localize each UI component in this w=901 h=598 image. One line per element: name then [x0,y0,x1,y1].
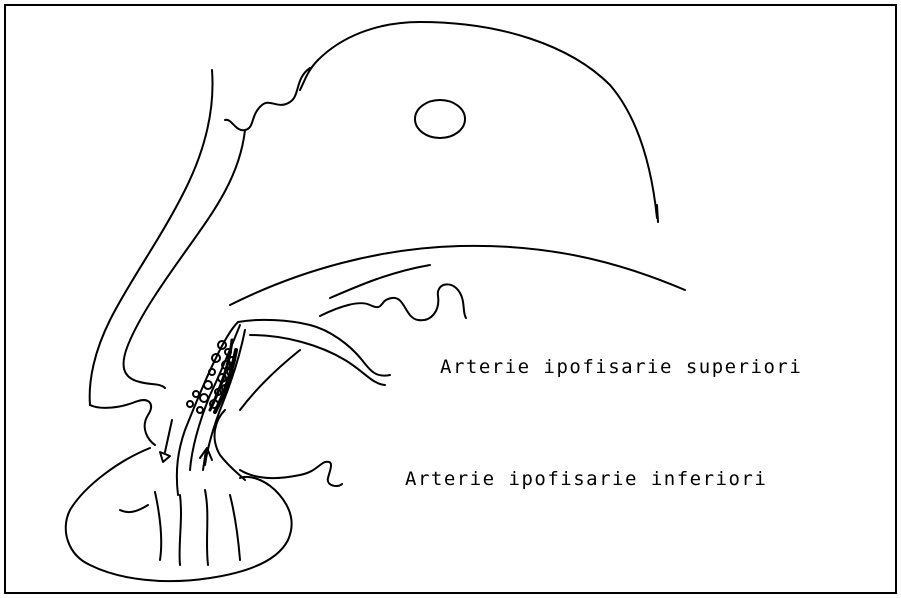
stalk-top-curve-2 [250,335,385,385]
gland-vessel-5 [120,505,148,512]
clinoid-wave [320,284,466,320]
gland-vessel-4 [230,495,240,560]
pituitary-gland-outline [66,448,292,581]
arrow-down-line [165,420,172,452]
gland-vessel-2 [180,495,181,565]
gland-vessel-1 [155,492,161,560]
dome-tick [657,205,658,222]
sella-arc-inner [330,265,430,298]
wavy-contour [225,68,310,130]
label-inferior-hypophyseal-arteries: Arterie ipofisarie inferiori [405,468,767,490]
stalk-right-border [240,350,300,410]
arrow-down-head [160,452,170,462]
stalk-top-curve [238,320,390,376]
gland-vessel-3 [205,490,208,565]
upper-dome-outline [300,22,657,218]
label-superior-hypophyseal-arteries: Arterie ipofisarie superiori [440,356,802,378]
sella-arc-outer [230,246,685,305]
lower-left-contour [90,400,155,445]
right-wavy-ending [240,462,342,486]
small-oval [415,100,465,138]
stalk-left-border [177,322,238,495]
